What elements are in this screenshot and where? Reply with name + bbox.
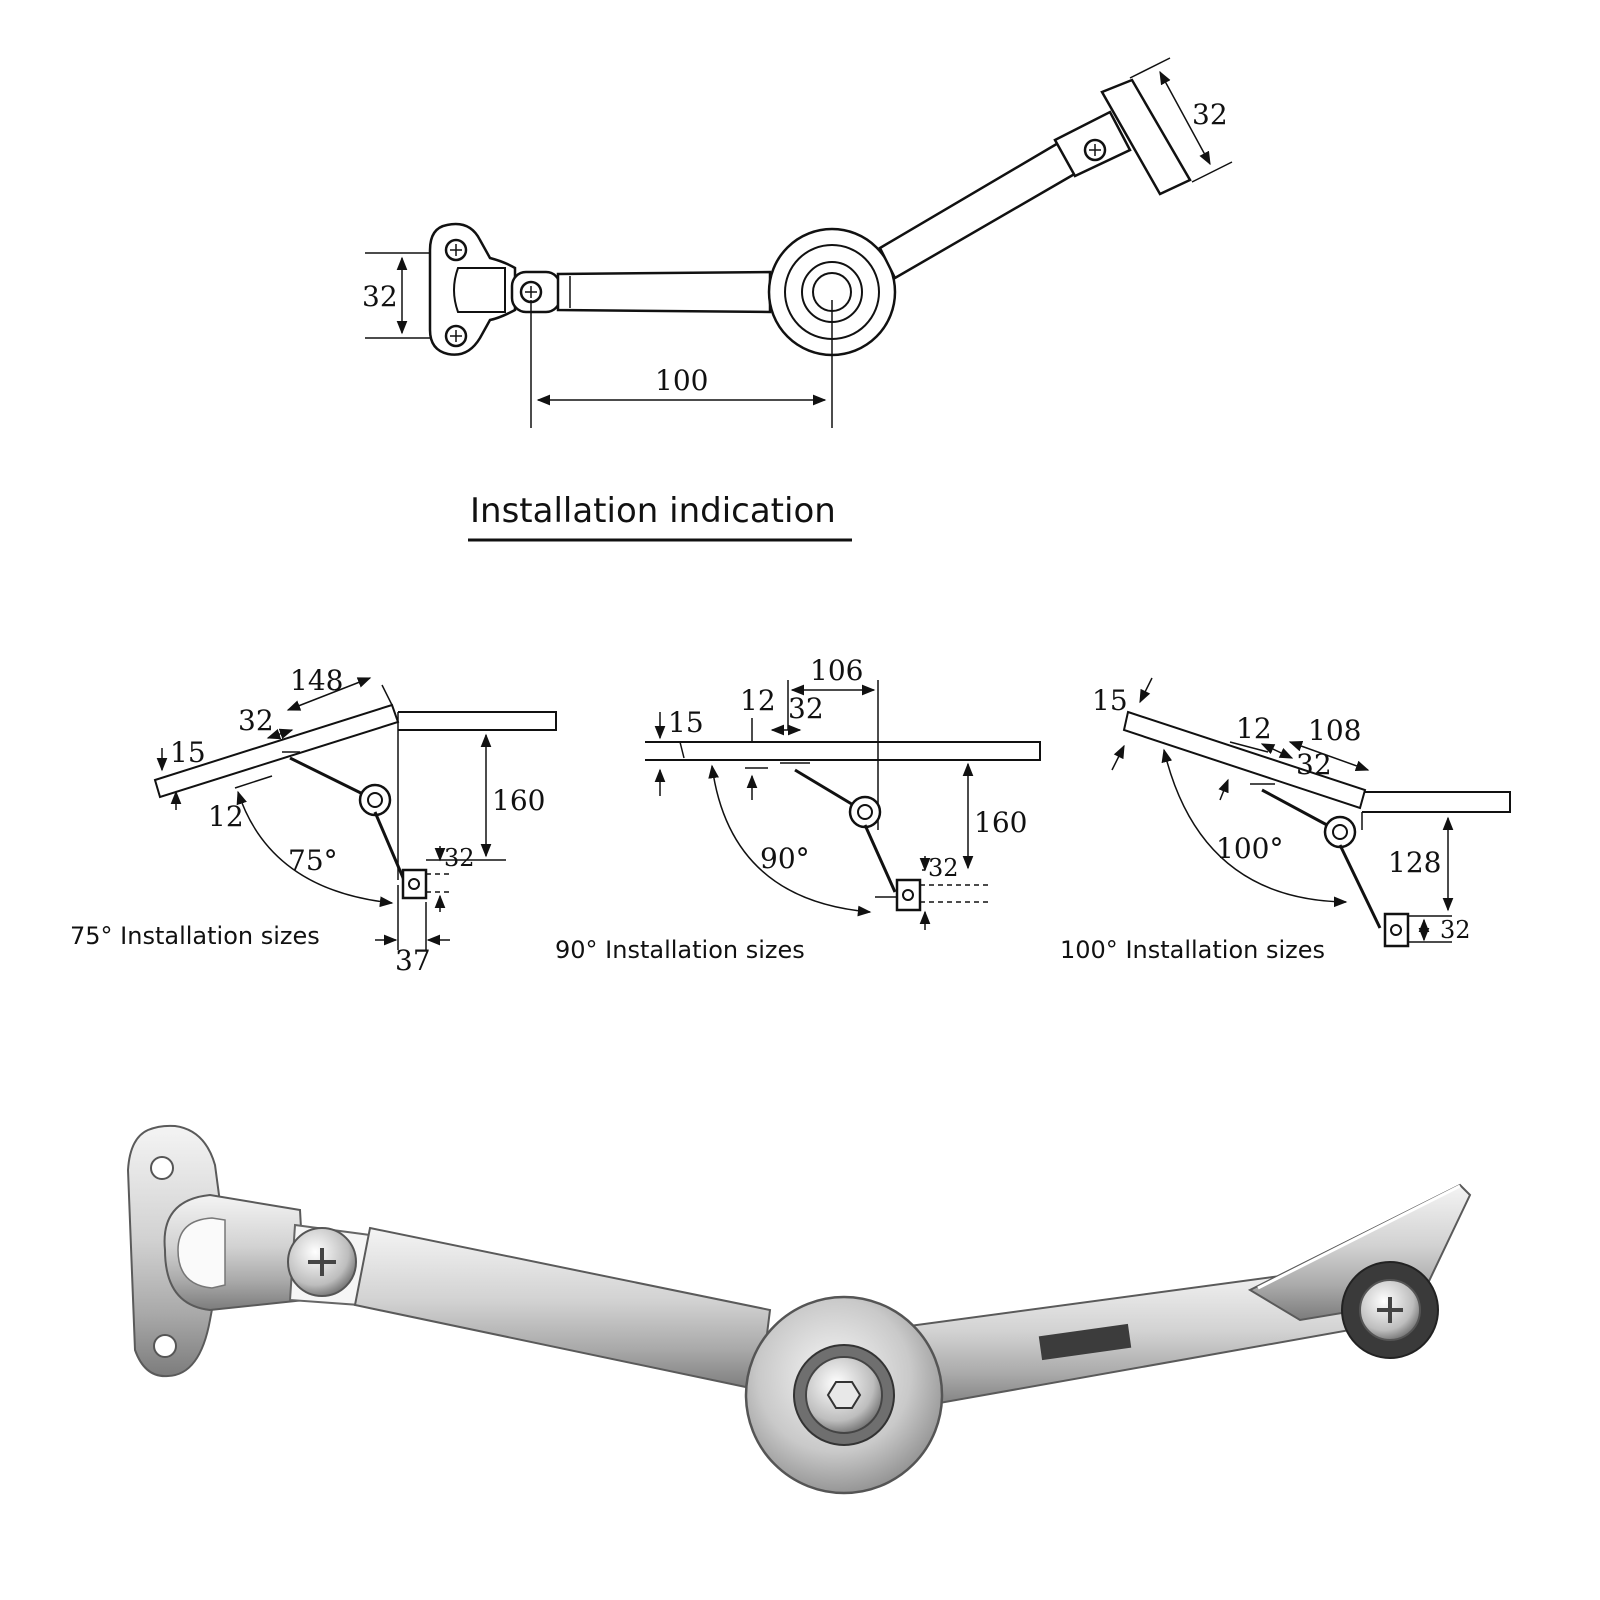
angle-100-label: 100° bbox=[1216, 832, 1283, 865]
dim-bracket-height: 32 bbox=[362, 280, 398, 313]
dim-90-106: 106 bbox=[810, 654, 863, 687]
hinge-product-image bbox=[126, 1124, 1472, 1495]
dim-75-160: 160 bbox=[492, 784, 545, 817]
dim-75-32-bracket: 32 bbox=[444, 844, 475, 872]
dim-100-32-top: 32 bbox=[1296, 748, 1332, 781]
dim-75-32-top: 32 bbox=[238, 704, 274, 737]
install-90-diagram: 106 12 32 15 90° 160 32 90° Installation… bbox=[555, 654, 1041, 964]
dim-75-37: 37 bbox=[395, 944, 431, 977]
top-hinge-drawing: 32 32 100 Installation indication bbox=[362, 57, 1233, 542]
dim-100-12: 12 bbox=[1236, 712, 1272, 745]
dim-100-128: 128 bbox=[1388, 846, 1441, 879]
install-100-diagram: 15 12 108 32 100° 128 32 100° Installati… bbox=[1060, 677, 1511, 964]
dim-90-32-top: 32 bbox=[788, 692, 824, 725]
dim-90-15: 15 bbox=[668, 706, 704, 739]
dim-75-15: 15 bbox=[170, 736, 206, 769]
angle-90-label: 90° bbox=[760, 842, 810, 875]
dim-100-32-bracket: 32 bbox=[1440, 916, 1471, 944]
caption-75: 75° Installation sizes bbox=[70, 922, 320, 950]
caption-100: 100° Installation sizes bbox=[1060, 936, 1325, 964]
dim-90-12: 12 bbox=[740, 684, 776, 717]
dim-75-12: 12 bbox=[208, 800, 244, 833]
dim-90-32-bracket: 32 bbox=[928, 854, 959, 882]
dim-90-160: 160 bbox=[974, 806, 1027, 839]
dim-100-15: 15 bbox=[1092, 684, 1128, 717]
dim-100-108: 108 bbox=[1308, 714, 1361, 747]
install-75-diagram: 148 32 15 12 75° 160 32 37 75° Installat… bbox=[70, 664, 557, 977]
caption-90: 90° Installation sizes bbox=[555, 936, 805, 964]
dim-plate-width: 32 bbox=[1192, 98, 1228, 131]
dim-pivot-distance: 100 bbox=[655, 364, 708, 397]
angle-75-label: 75° bbox=[288, 844, 338, 877]
dim-75-148: 148 bbox=[290, 664, 343, 697]
installation-indication-title: Installation indication bbox=[470, 491, 836, 531]
